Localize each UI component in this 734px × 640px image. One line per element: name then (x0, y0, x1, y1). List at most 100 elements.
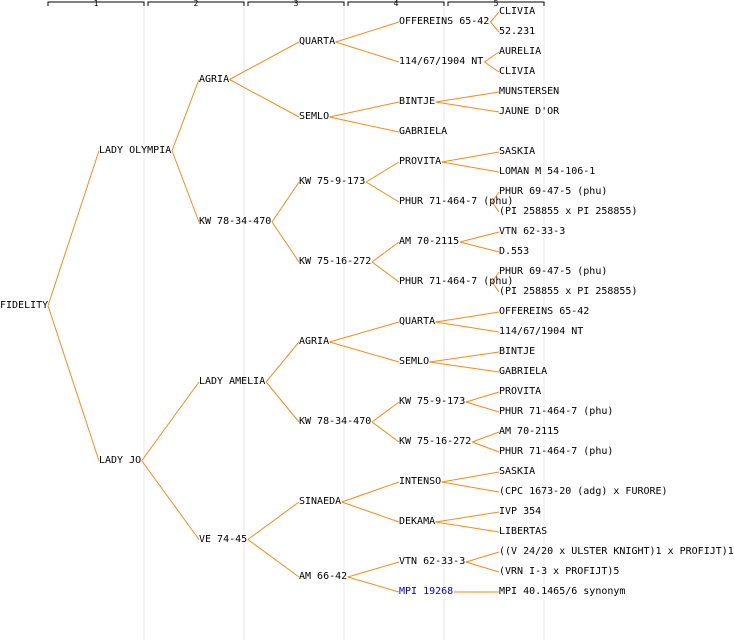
branch-line (329, 116, 400, 133)
ancestor-node[interactable]: BINTJE (499, 346, 536, 357)
ancestor-node[interactable]: SEMLO (399, 356, 430, 367)
ancestor-node[interactable]: VTN 62-33-3 (499, 226, 566, 237)
ancestor-node[interactable]: (PI 258855 x PI 258855) (499, 286, 638, 297)
ancestor-node[interactable]: QUARTA (399, 316, 436, 327)
branch-line (265, 381, 300, 423)
branch-line (441, 481, 500, 493)
ancestor-node[interactable]: QUARTA (299, 36, 336, 47)
ancestor-node[interactable]: BINTJE (399, 96, 436, 107)
ancestor-node[interactable]: AGRIA (299, 336, 330, 347)
branch-line (441, 151, 500, 163)
branch-line (465, 401, 500, 413)
branch-line (347, 561, 400, 578)
branch-line (247, 539, 300, 578)
ancestor-node[interactable]: KW 75-16-272 (299, 256, 372, 267)
ancestor-node[interactable]: PHUR 69-47-5 (phu) (499, 186, 608, 197)
branch-line (341, 501, 400, 523)
ancestor-node[interactable]: PROVITA (499, 386, 542, 397)
ancestor-node[interactable]: PHUR 71-464-7 (phu) (499, 446, 614, 457)
ancestor-node[interactable]: LOMAN M 54-106-1 (499, 166, 596, 177)
branch-line (491, 281, 500, 293)
ancestor-node[interactable]: 114/67/1904 NT (399, 56, 484, 67)
ancestor-node[interactable]: GABRIELA (499, 366, 548, 377)
ancestor-node[interactable]: LADY JO (99, 454, 142, 466)
branch-line (435, 91, 500, 103)
branch-line (171, 150, 200, 223)
ancestor-node[interactable]: KW 75-16-272 (399, 436, 472, 447)
ancestor-node[interactable]: CLIVIA (499, 6, 536, 17)
ancestor-node[interactable]: KW 78-34-470 (299, 416, 372, 427)
generation-number: 4 (393, 0, 399, 8)
branch-line (435, 311, 500, 323)
ancestor-node[interactable]: VTN 62-33-3 (399, 556, 466, 567)
ancestor-node[interactable]: GABRIELA (399, 126, 448, 137)
ancestor-node[interactable]: ((V 24/20 x ULSTER KNIGHT)1 x PROFIJT)1 (499, 546, 734, 557)
branch-line (141, 381, 200, 462)
ancestor-node[interactable]: (VRN I-3 x PROFIJT)5 (499, 566, 620, 577)
branch-line (472, 441, 500, 453)
ancestor-node[interactable]: PROVITA (399, 156, 442, 167)
branch-line (47, 150, 100, 306)
root-variety[interactable]: FIDELITY (0, 299, 49, 311)
branch-line (341, 481, 400, 503)
ancestor-node[interactable]: D.553 (499, 246, 530, 257)
branch-line (329, 321, 400, 343)
generation-bracket (147, 1, 245, 6)
ancestor-node[interactable]: KW 78-34-470 (199, 216, 272, 227)
branch-line (371, 401, 400, 423)
branch-line (491, 201, 500, 213)
ancestor-node[interactable]: MPI 19268 (399, 586, 454, 597)
ancestor-node[interactable]: LIBERTAS (499, 526, 548, 537)
ancestor-node[interactable]: AM 70-2115 (399, 236, 460, 247)
branch-line (484, 61, 500, 73)
ancestor-node[interactable]: PHUR 71-464-7 (phu) (399, 196, 514, 207)
ancestor-node[interactable]: SINAEDA (299, 496, 342, 507)
branch-line (371, 241, 400, 263)
branch-line (459, 241, 500, 253)
branch-line (347, 576, 400, 593)
ancestor-node[interactable]: JAUNE D'OR (499, 106, 560, 117)
ancestor-node[interactable]: AURELIA (499, 46, 542, 57)
ancestor-node[interactable]: CLIVIA (499, 66, 536, 77)
ancestor-node[interactable]: INTENSO (399, 476, 442, 487)
ancestor-node[interactable]: 114/67/1904 NT (499, 326, 584, 337)
branch-line (329, 341, 400, 363)
branch-line (490, 11, 500, 23)
ancestor-node[interactable]: KW 75-9-173 (399, 396, 466, 407)
ancestor-node[interactable]: PHUR 71-464-7 (phu) (499, 406, 614, 417)
branch-line (472, 431, 500, 443)
branch-line (335, 41, 400, 63)
ancestor-node[interactable]: (CPC 1673-20 (adg) x FURORE) (499, 486, 668, 497)
ancestor-node[interactable]: PHUR 69-47-5 (phu) (499, 266, 608, 277)
branch-line (484, 51, 500, 63)
branch-line (465, 391, 500, 403)
ancestor-node[interactable]: OFFEREINS 65-42 (499, 306, 590, 317)
ancestor-node[interactable]: SASKIA (499, 466, 536, 477)
ancestor-node[interactable]: LADY AMELIA (199, 376, 266, 387)
ancestor-node[interactable]: AM 70-2115 (499, 426, 560, 437)
branch-line (435, 101, 500, 113)
branch-line (441, 471, 500, 483)
branch-line (491, 191, 500, 203)
ancestor-node[interactable]: MPI 40.1465/6 synonym (499, 586, 626, 597)
branch-line (171, 79, 200, 151)
ancestor-node[interactable]: SEMLO (299, 111, 330, 122)
branch-line (271, 181, 300, 223)
ancestor-node[interactable]: AM 66-42 (299, 571, 348, 582)
ancestor-node[interactable]: MUNSTERSEN (499, 86, 560, 97)
ancestor-node[interactable]: IVP 354 (499, 506, 542, 517)
branch-line (371, 421, 400, 443)
ancestor-node[interactable]: KW 75-9-173 (299, 176, 366, 187)
ancestor-node[interactable]: DEKAMA (399, 516, 436, 527)
branch-line (47, 305, 100, 461)
ancestor-node[interactable]: SASKIA (499, 146, 536, 157)
ancestor-node[interactable]: LADY OLYMPIA (99, 144, 172, 156)
ancestor-node[interactable]: VE 74-45 (199, 533, 248, 545)
ancestor-node[interactable]: (PI 258855 x PI 258855) (499, 206, 638, 217)
branch-line (229, 79, 300, 118)
ancestor-node[interactable]: AGRIA (199, 73, 230, 85)
ancestor-node[interactable]: OFFEREINS 65-42 (399, 16, 490, 27)
ancestor-node[interactable]: 52.231 (499, 26, 536, 37)
ancestor-node[interactable]: PHUR 71-464-7 (phu) (399, 276, 514, 287)
